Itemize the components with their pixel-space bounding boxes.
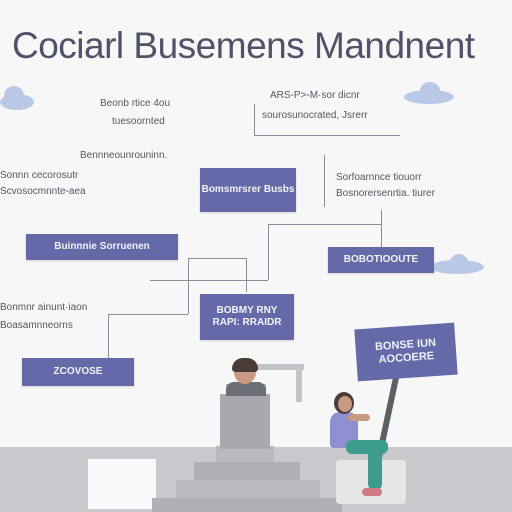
connector-line — [246, 258, 247, 292]
stair-step — [216, 446, 274, 462]
text-block-6a: Bonmnr ainunt·iaon — [0, 302, 88, 313]
stair-step — [152, 498, 342, 512]
chair-leg — [296, 368, 302, 402]
text-block-5a: Sorfoarnnce tiouorr — [336, 172, 422, 183]
label-box-4-line1: BOBMY RNY — [216, 305, 278, 316]
label-box-1: Bomsmrsrer Busbs — [200, 168, 296, 212]
connector-line — [150, 280, 268, 281]
text-block-4a: Sonnn cecorosutr — [0, 170, 79, 181]
text-block-4b: Scvosocmnnte-aea — [0, 186, 86, 197]
text-block-5b: Bosnorersenrtia. tiurer — [336, 188, 435, 199]
paper-sheet — [88, 459, 156, 509]
connector-line — [108, 314, 188, 315]
connector-line — [381, 210, 382, 250]
page-title: Cociarl Busemens Mandnent — [12, 25, 475, 66]
pedestal — [220, 394, 270, 449]
connector-line — [108, 314, 109, 358]
text-block-3: Bennneounrouninn. — [80, 150, 168, 161]
person-seated-body — [226, 382, 266, 396]
text-block-1a: Beonb rtice 4ou — [100, 98, 171, 109]
connector-line — [254, 135, 400, 136]
text-block-6b: Boasamnneorns — [0, 320, 73, 331]
chair-arm — [256, 364, 304, 370]
connector-line — [188, 258, 246, 259]
stair-step — [194, 462, 300, 480]
label-box-4: BOBMY RNY RAPI: RRAIDR — [200, 294, 294, 340]
person-sitting-face — [338, 396, 352, 412]
connector-line — [290, 224, 382, 225]
person-sitting-shoe — [362, 488, 382, 496]
connector-line — [254, 104, 255, 136]
text-block-2b: sourosunocrated, Jsrerr — [262, 110, 368, 121]
label-box-3: BOBOTIOOUTE — [328, 247, 434, 273]
cloud-left-icon — [0, 84, 40, 112]
label-box-4-line2: RAPI: RRAIDR — [212, 317, 282, 328]
label-box-2: Buinnnie Sorruenen — [26, 234, 178, 260]
person-seated-hair — [232, 358, 258, 372]
text-block-1b: tuesoornted — [112, 116, 165, 127]
cloud-small-icon — [430, 254, 486, 274]
cloud-right-icon — [404, 82, 456, 104]
sign-board: BONSE IUN AOCOERE — [354, 322, 458, 382]
stair-step — [176, 480, 320, 498]
connector-line — [324, 155, 325, 207]
connector-line — [268, 224, 269, 280]
person-sitting-arm — [348, 414, 370, 421]
person-sitting-shin — [368, 446, 382, 490]
text-block-2a: ARS-P>-M·sor dicnr — [270, 90, 360, 101]
sign-line-2: AOCOERE — [378, 350, 435, 366]
connector-line — [188, 258, 189, 314]
label-box-5: ZCOVOSE — [22, 358, 134, 386]
connector-line — [268, 224, 290, 225]
